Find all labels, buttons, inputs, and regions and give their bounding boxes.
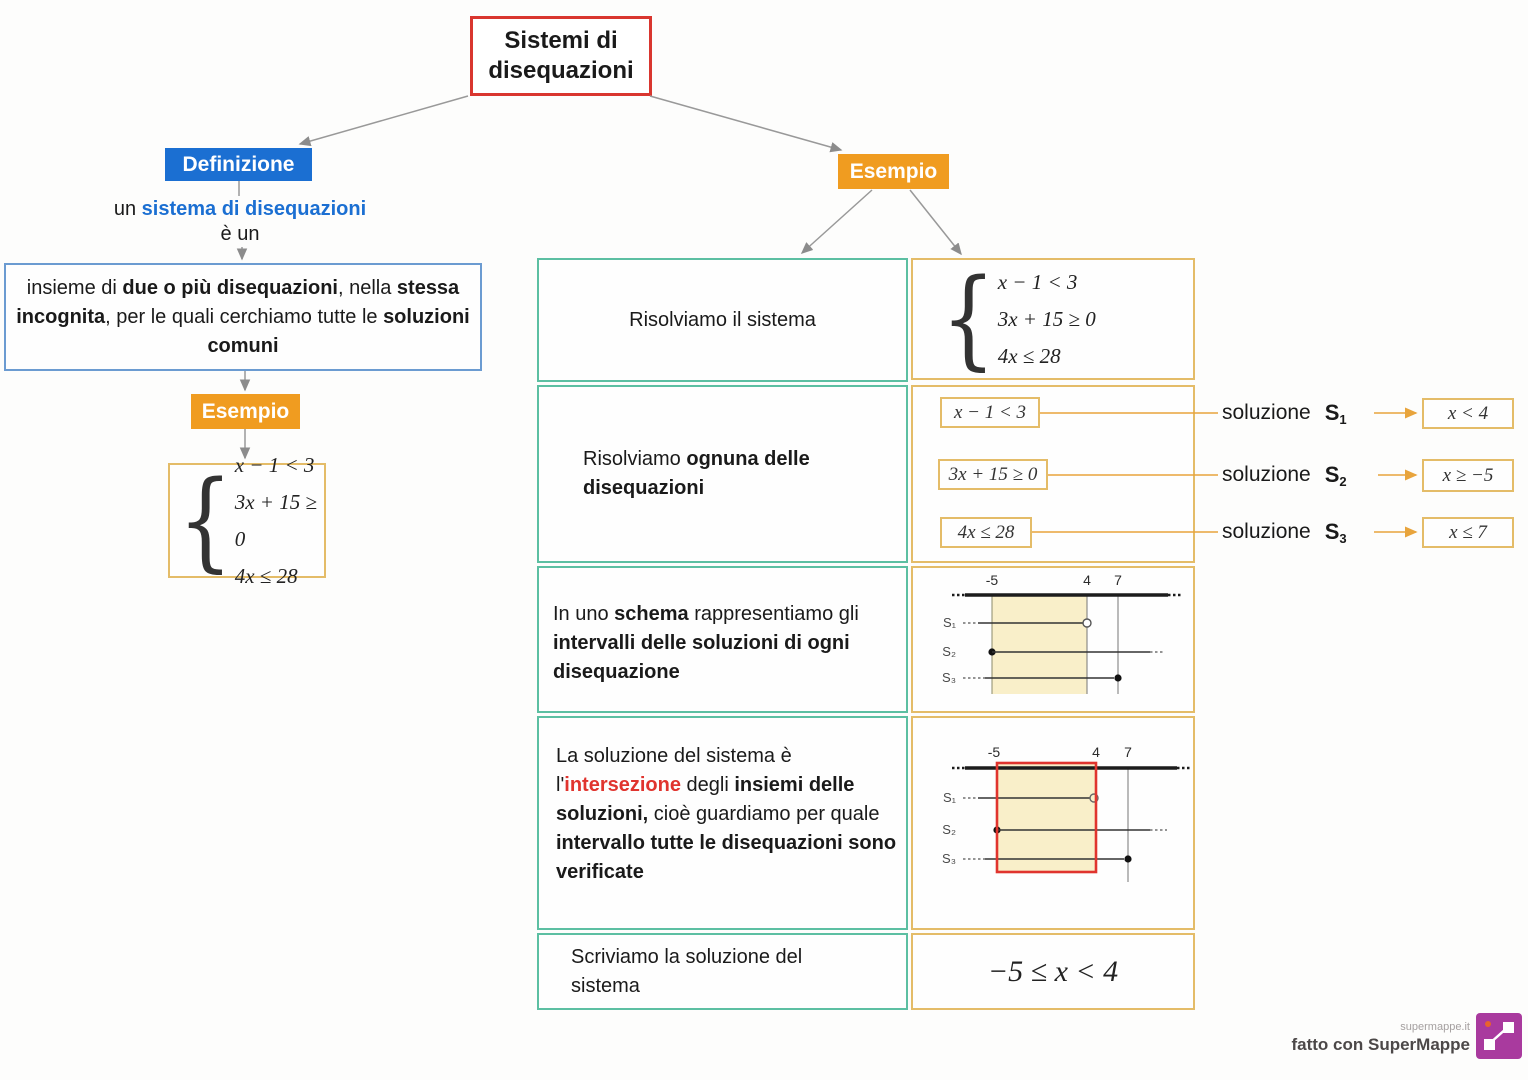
- step4-seg-bold: intervallo tutte le disequazioni sono ve…: [556, 832, 897, 883]
- inequality-box-1: x − 1 < 3: [940, 397, 1040, 428]
- step4-seg-red: intersezione: [564, 774, 681, 796]
- step3-seg: In uno: [553, 603, 615, 625]
- step3-text: In uno schema rappresentiamo gli interva…: [539, 568, 906, 687]
- solution-box-3: x ≤ 7: [1422, 517, 1514, 548]
- connector-root-esempio: [649, 95, 843, 153]
- step2-left-cell: Risolviamo ognuna delle disequazioni: [537, 385, 908, 563]
- series-label-s3: S₃: [942, 670, 956, 685]
- schema-diagram: -5 4 7 S₁ S₂ S₃: [942, 572, 1181, 694]
- step3-seg-bold: schema: [614, 603, 689, 625]
- step5-text: Scriviamo la soluzione del sistema: [571, 945, 803, 997]
- solution-word: soluzione: [1222, 520, 1311, 543]
- step2-text: Risolviamo ognuna delle disequazioni: [539, 445, 906, 503]
- solution-label-3: soluzione S3: [1222, 518, 1347, 546]
- step5-right-cell: −5 ≤ x < 4: [911, 933, 1195, 1010]
- supermappe-logo-icon: [1476, 1013, 1522, 1059]
- solution-box-2: x ≥ −5: [1422, 459, 1514, 492]
- final-solution: −5 ≤ x < 4: [987, 954, 1119, 988]
- solution-label-2: soluzione S2: [1222, 461, 1347, 489]
- highlight-region: [997, 763, 1096, 872]
- esempio-right-node: Esempio: [838, 154, 949, 189]
- definizione-node: Definizione: [165, 148, 312, 181]
- definizione-body-text: insieme di due o più disequazioni, nella…: [16, 274, 470, 361]
- step4-seg: La soluzione del sistema è l': [556, 745, 792, 796]
- intersection-diagram: -5 4 7 S₁ S₂ S₃: [942, 745, 1190, 882]
- connector-esempio-table-right: [909, 189, 962, 256]
- lead-post: è un: [220, 223, 260, 245]
- tick-minus5: -5: [986, 572, 999, 588]
- series-label-s3: S₃: [942, 851, 956, 866]
- step1-left-cell: Risolviamo il sistema: [537, 258, 908, 382]
- system-line-3: 4x ≤ 28: [997, 343, 1061, 368]
- lead-pre: un: [113, 198, 142, 220]
- connector-esempio-table-left: [800, 189, 873, 255]
- def-seg: , per le quali cerchiamo tutte le: [105, 305, 384, 328]
- system-line-3: 4x ≤ 28: [234, 563, 298, 588]
- def-seg: insieme di: [26, 276, 123, 299]
- s1-open-endpoint: [1082, 618, 1092, 628]
- system-line-2: 3x + 15 ≥ 0: [997, 306, 1096, 331]
- esempio-left-node: Esempio: [191, 394, 300, 429]
- series-label-s2: S₂: [942, 822, 956, 837]
- definizione-label: Definizione: [182, 152, 295, 176]
- step3-left-cell: In uno schema rappresentiamo gli interva…: [537, 566, 908, 713]
- system-line-1: x − 1 < 3: [997, 269, 1078, 294]
- root-node: Sistemi di disequazioni: [470, 16, 652, 96]
- def-seg-bold: soluzioni comuni: [207, 305, 470, 357]
- step4-seg: degli: [680, 774, 735, 796]
- step1-right-cell: { x − 1 < 3 3x + 15 ≥ 0 4x ≤ 28: [911, 258, 1195, 380]
- step4-text: La soluzione del sistema è l'intersezion…: [539, 718, 906, 887]
- solution-symbol: S1: [1324, 399, 1347, 427]
- highlight-region: [992, 595, 1087, 694]
- root-node-label: Sistemi di disequazioni: [488, 27, 634, 84]
- def-seg-bold: due o più disequazioni: [122, 276, 338, 299]
- intersection-rect: [995, 761, 1098, 874]
- series-label-s2: S₂: [942, 644, 956, 659]
- definizione-lead: un sistema di disequazioni è un: [60, 197, 420, 247]
- system-right: { x − 1 < 3 3x + 15 ≥ 0 4x ≤ 28: [941, 256, 1096, 382]
- definizione-body: insieme di due o più disequazioni, nella…: [4, 263, 482, 371]
- solution-word: soluzione: [1222, 401, 1311, 424]
- series-label-s1: S₁: [943, 615, 957, 630]
- footer-watermark: supermappe.it fatto con SuperMappe: [1250, 1021, 1470, 1055]
- inequality-box-2: 3x + 15 ≥ 0: [938, 459, 1048, 490]
- tick-7: 7: [1114, 572, 1122, 588]
- solution-symbol: S3: [1324, 518, 1347, 546]
- step1-text: Risolviamo il sistema: [629, 308, 816, 331]
- step5-left-cell: Scriviamo la soluzione del sistema: [537, 933, 908, 1010]
- def-seg: , nella: [337, 276, 397, 299]
- footer-credit: fatto con SuperMappe: [1291, 1035, 1470, 1054]
- s3-closed-endpoint: [1124, 855, 1132, 863]
- tick-4: 4: [1083, 572, 1091, 588]
- solution-box-1: x < 4: [1422, 398, 1514, 429]
- step4-left-cell: La soluzione del sistema è l'intersezion…: [537, 716, 908, 930]
- esempio-left-label: Esempio: [201, 399, 290, 423]
- footer-site-url: supermappe.it: [1400, 1021, 1470, 1033]
- s3-closed-endpoint: [1114, 674, 1122, 682]
- system-left: { x − 1 < 3 3x + 15 ≥ 0 4x ≤ 28: [178, 447, 324, 595]
- system-line-2: 3x + 15 ≥ 0: [234, 489, 317, 551]
- def-seg-bold: stessa incognita: [16, 276, 460, 328]
- step4-seg: cioè guardiamo per quale: [648, 803, 880, 825]
- inequality-box-3: 4x ≤ 28: [940, 517, 1032, 548]
- step3-seg-bold: intervalli delle soluzioni di ogni diseq…: [553, 632, 850, 683]
- solution-word: soluzione: [1222, 463, 1311, 486]
- lead-link: sistema di disequazioni: [141, 198, 367, 220]
- step2-seg: Risolviamo: [583, 448, 687, 470]
- tick-minus5: -5: [988, 745, 1001, 760]
- system-line-1: x − 1 < 3: [234, 452, 315, 477]
- step3-seg: rappresentiamo gli: [688, 603, 859, 625]
- connector-root-definizione: [298, 95, 469, 147]
- step2-seg-bold: ognuna delle disequazioni: [583, 448, 810, 499]
- solution-symbol: S2: [1324, 461, 1347, 489]
- tick-7: 7: [1124, 745, 1132, 760]
- tick-4: 4: [1092, 745, 1100, 760]
- series-label-s1: S₁: [943, 790, 957, 805]
- esempio-right-label: Esempio: [849, 159, 938, 183]
- step4-seg-bold: insiemi delle soluzioni,: [556, 774, 855, 825]
- solution-label-1: soluzione S1: [1222, 399, 1347, 427]
- system-box-left: { x − 1 < 3 3x + 15 ≥ 0 4x ≤ 28: [168, 453, 326, 588]
